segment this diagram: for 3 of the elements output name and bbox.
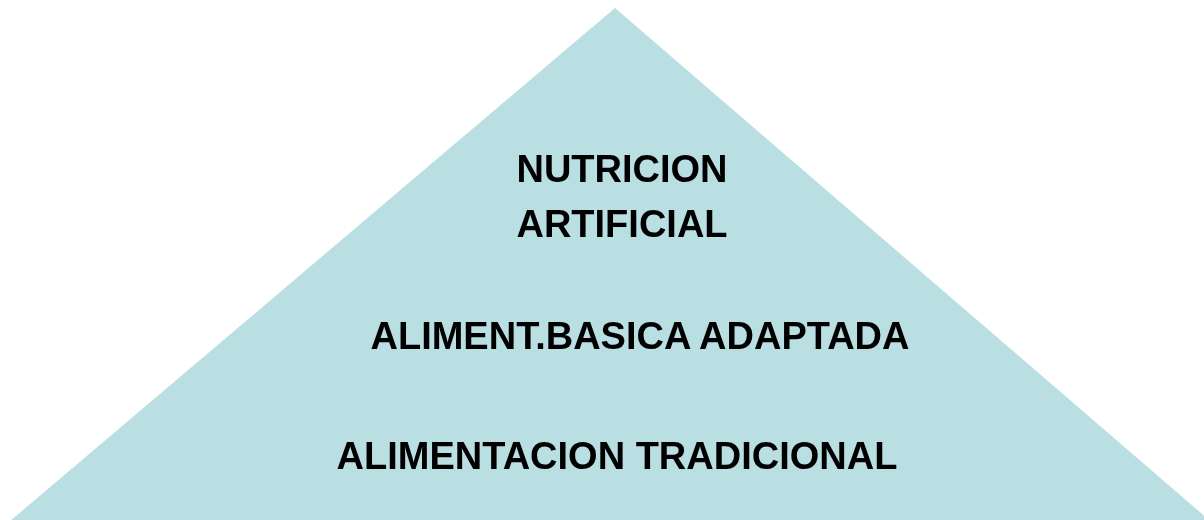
tier-label: ALIMENT.BASICA ADAPTADA	[369, 314, 911, 359]
tier-label: NUTRICION ARTIFICIAL	[515, 147, 729, 247]
tier-label: ALIMENTACION TRADICIONAL	[335, 434, 899, 479]
